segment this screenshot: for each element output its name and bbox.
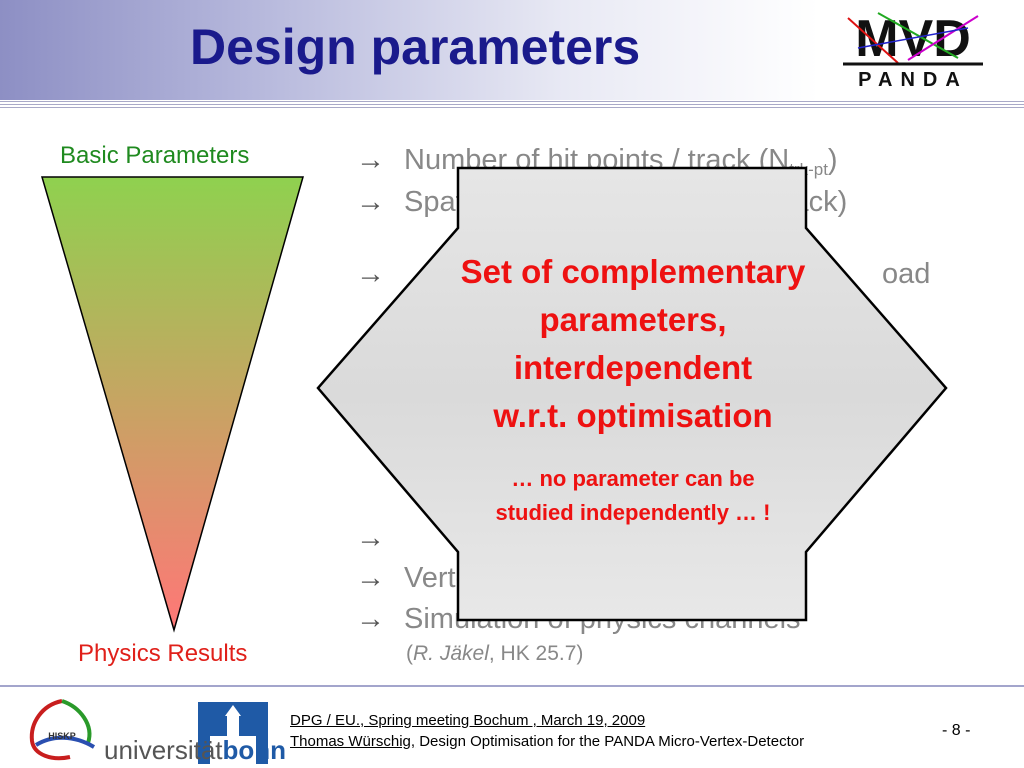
center-subline: studied independently … ! bbox=[495, 500, 771, 525]
right-arrow-icon: → bbox=[356, 522, 385, 554]
double-arrow-shape bbox=[316, 166, 948, 622]
basic-parameters-label: Basic Parameters bbox=[60, 142, 250, 169]
hiskp-logo-text: HISKP bbox=[48, 731, 76, 741]
physics-results-label: Physics Results bbox=[78, 640, 248, 667]
right-arrow-icon: → bbox=[356, 144, 385, 176]
center-line: w.r.t. optimisation bbox=[493, 397, 773, 434]
header-rule bbox=[0, 101, 1024, 102]
right-arrow-icon: → bbox=[356, 258, 385, 290]
header-rule bbox=[0, 107, 1024, 108]
center-message: Set of complementary parameters, interde… bbox=[418, 248, 848, 530]
center-line: Set of complementary bbox=[460, 253, 806, 290]
funnel-triangle bbox=[41, 176, 304, 633]
panda-logo-text: PANDA bbox=[858, 69, 968, 90]
hiskp-logo: HISKP bbox=[29, 699, 96, 761]
slide-title: Design parameters bbox=[190, 19, 641, 75]
uni-bonn-wordmark: universitätbonn bbox=[104, 735, 287, 765]
right-arrow-icon: → bbox=[356, 562, 385, 594]
page-number: - 8 - bbox=[942, 722, 971, 739]
footer-event: DPG / EU., Spring meeting Bochum , March… bbox=[290, 712, 646, 729]
footer-talk-line: Thomas Würschig, Design Optimisation for… bbox=[290, 731, 804, 752]
mvd-panda-logo: MVD PANDA bbox=[838, 8, 988, 90]
header-rule bbox=[0, 104, 1024, 105]
center-line: parameters, bbox=[539, 301, 727, 338]
right-arrow-icon: → bbox=[356, 603, 385, 635]
uni-bonn-emblem bbox=[198, 702, 268, 764]
bullet-detail: (R. Jäkel, HK 25.7) bbox=[406, 642, 584, 665]
center-line: interdependent bbox=[513, 349, 753, 386]
bullet-item: → bbox=[356, 522, 404, 555]
footer-rule bbox=[0, 685, 1024, 687]
footer-talk: Design Optimisation for the PANDA Micro-… bbox=[415, 733, 805, 750]
right-arrow-icon: → bbox=[356, 186, 385, 218]
mvd-logo-text: MVD bbox=[855, 10, 971, 68]
bullet-item: →oad bbox=[356, 258, 931, 290]
center-subline: … no parameter can be bbox=[511, 466, 755, 491]
footer-info: DPG / EU., Spring meeting Bochum , March… bbox=[290, 710, 804, 752]
footer-author: Thomas Würschig, bbox=[290, 733, 416, 750]
